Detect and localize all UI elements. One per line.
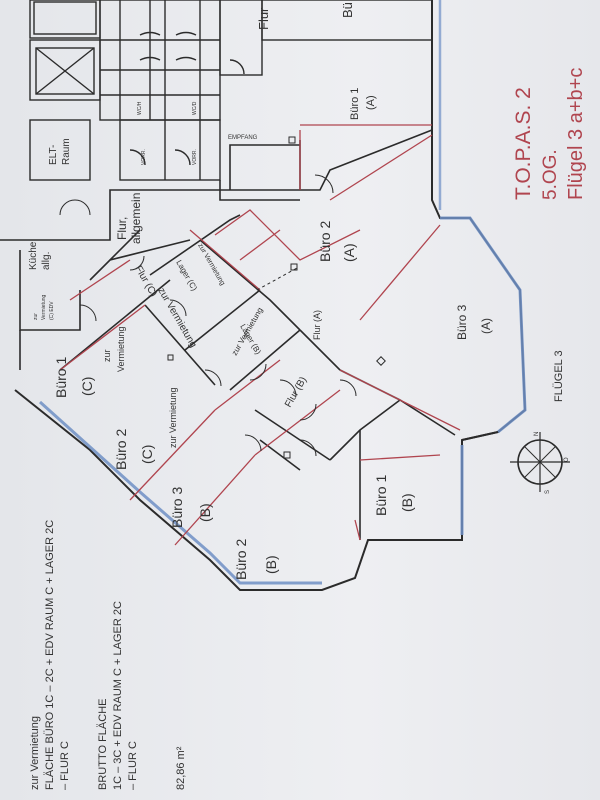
label-lager-c: Lager (C) — [174, 259, 199, 293]
label-buero-2a-id: (A) — [341, 243, 357, 262]
label-vorr-1: VORR. — [141, 149, 147, 165]
label-buero-3b-id: (B) — [197, 503, 213, 522]
note-area: 82,86 m² — [175, 746, 187, 790]
label-buero-1a: Büro 1 — [349, 88, 361, 120]
label-flur-b: Flur (B) — [283, 375, 309, 409]
label-wc-h: WC/H — [137, 101, 143, 115]
label-buero-1c-id: (C) — [79, 377, 95, 396]
label-buero-1b-id: (B) — [399, 493, 415, 512]
label-elt-raum: ELT- — [48, 145, 59, 165]
label-buero-1b: Büro 1 — [373, 475, 389, 516]
label-buero-2c: Büro 2 — [113, 429, 129, 470]
label-flur-c-verm: zur Vermietung — [155, 286, 198, 350]
label-vorr-2: VORR. — [192, 149, 198, 165]
door-swings — [59, 174, 357, 457]
label-kueche-2: allg. — [41, 252, 52, 270]
label-flur-c: Flur (C) — [132, 264, 158, 299]
note-brutto-3: – FLUR C — [127, 741, 139, 790]
note-flaeche-2: – FLUR C — [59, 741, 71, 790]
title-block: T.O.P.A.S. 2 5.OG. Flügel 3 a+b+c — [512, 68, 587, 200]
label-buero-1c: Büro 1 — [53, 357, 69, 398]
compass — [510, 432, 570, 492]
label-buero-2c-verm: zur Vermietung — [168, 387, 178, 448]
compass-n: N — [534, 432, 540, 436]
label-buero-2c-id: (C) — [139, 445, 155, 464]
label-kueche: Küche — [28, 241, 39, 270]
wing-name: Flügel 3 a+b+c — [565, 68, 587, 200]
label-buero-2b: Büro 2 — [233, 539, 249, 580]
markers — [167, 136, 386, 459]
compass-s: S — [545, 490, 551, 494]
partition-lines — [59, 124, 461, 546]
label-buero-2a: Büro 2 — [317, 221, 333, 262]
label-buero-2b-id: (B) — [263, 555, 279, 574]
note-flaeche-1: FLÄCHE BÜRO 1C – 2C + EDV RAUM C + LAGER… — [44, 520, 56, 790]
note-brutto-1: BRUTTO FLÄCHE — [97, 699, 109, 790]
label-verm-small-1: zur — [33, 313, 39, 320]
label-flur-a: Flur (A) — [312, 310, 322, 340]
label-wc-d: WC/D — [192, 101, 198, 115]
note-brutto-2: 1C – 3C + EDV RAUM C + LAGER 2C — [112, 601, 124, 790]
label-flur-allgemein: Flur, — [115, 217, 129, 240]
compass-o: O — [564, 457, 570, 462]
label-buero-1a-id: (A) — [365, 95, 377, 110]
label-buero-1c-zur: zur — [102, 349, 112, 362]
floor-name: 5.OG. — [540, 149, 561, 200]
area-notes: zur Vermietung FLÄCHE BÜRO 1C – 2C + EDV… — [29, 520, 187, 790]
note-zur-vermietung: zur Vermietung — [29, 716, 41, 790]
room-labels: Flur Bü ELT- Raum WC/H WC/D VORR. VORR. … — [28, 2, 565, 580]
label-verm-small-3: (C) EDV — [49, 301, 55, 320]
label-buero-3a: Büro 3 — [455, 304, 469, 340]
label-buero-3b: Büro 3 — [169, 487, 185, 528]
label-buero-top: Bü — [340, 2, 355, 18]
label-verm-small-2: Vermietung — [41, 294, 47, 320]
label-flur-top: Flur — [256, 7, 271, 30]
label-buero-3a-id: (A) — [479, 318, 493, 334]
project-name: T.O.P.A.S. 2 — [512, 87, 535, 200]
label-fluegel-3: FLÜGEL 3 — [553, 350, 565, 402]
label-buero-1c-verm: Vermietung — [116, 326, 126, 372]
label-elt-raum-2: Raum — [61, 138, 72, 165]
label-flur-allgemein-2: allgemein — [129, 193, 143, 244]
facade — [14, 0, 527, 591]
label-empfang: EMPFANG — [228, 135, 258, 141]
